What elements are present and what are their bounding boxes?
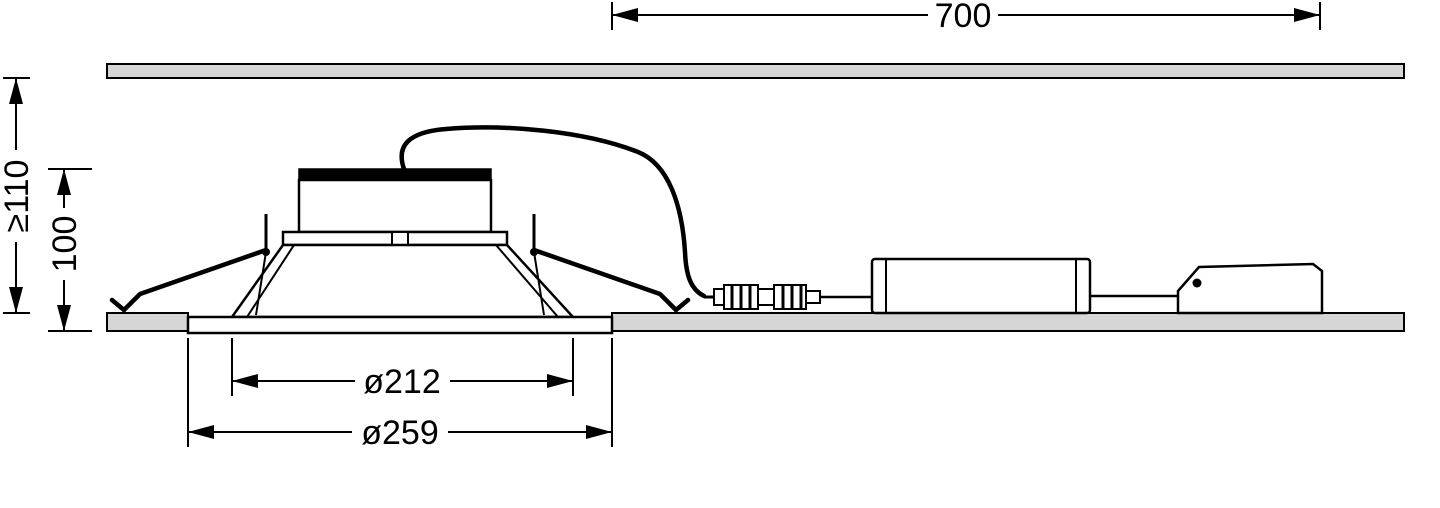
cable-connector bbox=[713, 284, 872, 310]
ceiling-structure bbox=[106, 63, 1405, 332]
dimension-700: 700 bbox=[611, 0, 1321, 35]
dim-height-label: 100 bbox=[46, 216, 84, 273]
power-cable bbox=[399, 125, 714, 299]
ceiling-slab bbox=[106, 63, 1405, 79]
spring-clip-right bbox=[530, 214, 691, 316]
arrowhead-up bbox=[9, 78, 23, 104]
downlight-heatsink bbox=[298, 168, 492, 181]
downlight-housing bbox=[297, 178, 493, 234]
clip-foot bbox=[109, 297, 127, 313]
driver-body bbox=[870, 257, 1092, 315]
arrowhead-right bbox=[547, 374, 573, 388]
clip-foot bbox=[673, 297, 691, 313]
dimension-recess-depth: ≥110 bbox=[0, 77, 36, 314]
dimension-height: 100 bbox=[46, 168, 92, 332]
connector-pin bbox=[713, 288, 725, 306]
arrowhead-left bbox=[188, 425, 214, 439]
downlight-fixture bbox=[186, 168, 614, 335]
downlight-tab bbox=[391, 231, 409, 246]
clip-pivot bbox=[530, 248, 538, 256]
connector-coupler bbox=[757, 288, 775, 306]
dim-recess-depth-label: ≥110 bbox=[0, 160, 36, 233]
spring-clip-left bbox=[109, 214, 270, 316]
connector-tail bbox=[805, 290, 821, 304]
cone-inner-wall-left bbox=[246, 244, 295, 318]
arrowhead-down bbox=[57, 305, 71, 331]
clip-pivot bbox=[262, 248, 270, 256]
dim-trim-label: ø259 bbox=[361, 414, 439, 452]
downlight-trim bbox=[186, 315, 614, 335]
arrowhead-up bbox=[57, 169, 71, 195]
dim-700-label: 700 bbox=[935, 0, 992, 35]
clip-arm bbox=[121, 247, 269, 313]
arrowhead-right bbox=[586, 425, 612, 439]
clip-spring-leg bbox=[255, 251, 267, 316]
terminal-box bbox=[1176, 262, 1324, 315]
arrowhead-left bbox=[612, 8, 638, 22]
cone-inner-wall-right bbox=[495, 244, 559, 318]
clip-arm bbox=[531, 247, 679, 313]
arrowhead-down bbox=[9, 287, 23, 313]
led-driver bbox=[870, 257, 1178, 315]
arrowhead-right bbox=[1294, 8, 1320, 22]
dimension-cutout-diameter: ø212 bbox=[231, 338, 574, 401]
dimension-trim-diameter: ø259 bbox=[187, 338, 613, 452]
terminal-box-screw bbox=[1192, 278, 1202, 288]
ceiling-panel-right bbox=[611, 312, 1405, 332]
drawing-root: 700 ≥110 100 bbox=[0, 0, 1405, 452]
dim-cutout-label: ø212 bbox=[363, 363, 441, 401]
ceiling-panel-left bbox=[106, 312, 189, 332]
terminal-box-body bbox=[1176, 262, 1324, 315]
clip-spring-leg bbox=[533, 251, 545, 316]
cable-curve bbox=[399, 125, 707, 299]
arrowhead-left bbox=[232, 374, 258, 388]
